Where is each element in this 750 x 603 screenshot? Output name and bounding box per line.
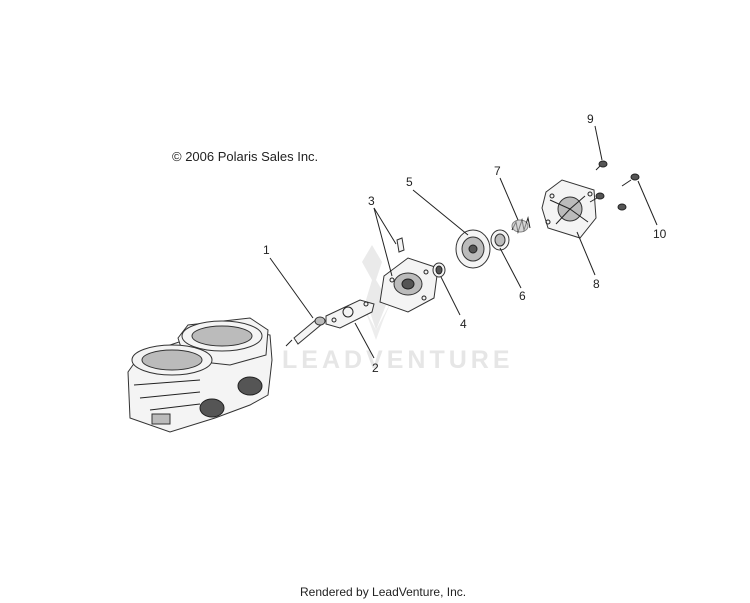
part-7-spring: [511, 216, 531, 234]
watermark-text: LEADVENTURE: [282, 346, 514, 374]
part-1-pin: [285, 316, 326, 347]
part-3-housing: [379, 237, 439, 313]
callout-10: 10: [653, 227, 667, 241]
part-6-bearing: [490, 229, 510, 251]
copyright-text: © 2006 Polaris Sales Inc.: [172, 149, 318, 164]
callout-8: 8: [593, 277, 600, 291]
footer-text: Rendered by LeadVenture, Inc.: [300, 585, 466, 599]
callout-5: 5: [406, 175, 413, 189]
callout-2: 2: [372, 361, 379, 375]
callout-3: 3: [368, 194, 375, 208]
part-4-seal: [432, 262, 446, 278]
callout-6: 6: [519, 289, 526, 303]
callout-1: 1: [263, 243, 270, 257]
callout-9: 9: [587, 112, 594, 126]
part-2-gasket: [325, 299, 375, 329]
callouts: 1 2 3 4 5 6 7 8 9 10: [263, 112, 667, 375]
part-5-impeller: [455, 229, 491, 269]
leader-lines: [269, 125, 658, 359]
watermark: LEADVENTURE: [282, 245, 514, 374]
part-9-bolts: [589, 160, 627, 211]
callout-4: 4: [460, 317, 467, 331]
part-8-cover: [541, 179, 597, 239]
part-10-bolt: [621, 173, 640, 187]
watermark-logo-icon: [360, 245, 392, 340]
cylinder-block: [127, 317, 273, 433]
callout-7: 7: [494, 164, 501, 178]
